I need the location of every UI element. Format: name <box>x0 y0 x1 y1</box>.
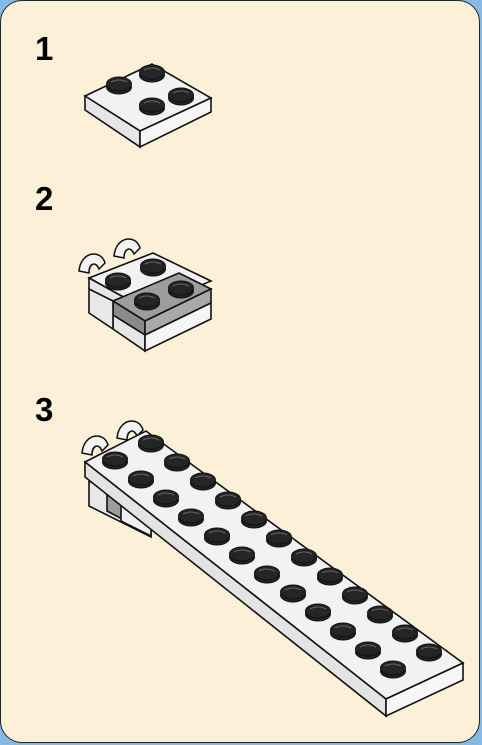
step-number-2: 2 <box>35 180 54 217</box>
step-number-3: 3 <box>35 391 54 428</box>
step-1-plate-icon <box>83 63 213 149</box>
step-number-1: 1 <box>35 30 54 67</box>
step-2-assembly-icon <box>78 238 213 353</box>
step-3-assembly-icon <box>81 420 465 718</box>
